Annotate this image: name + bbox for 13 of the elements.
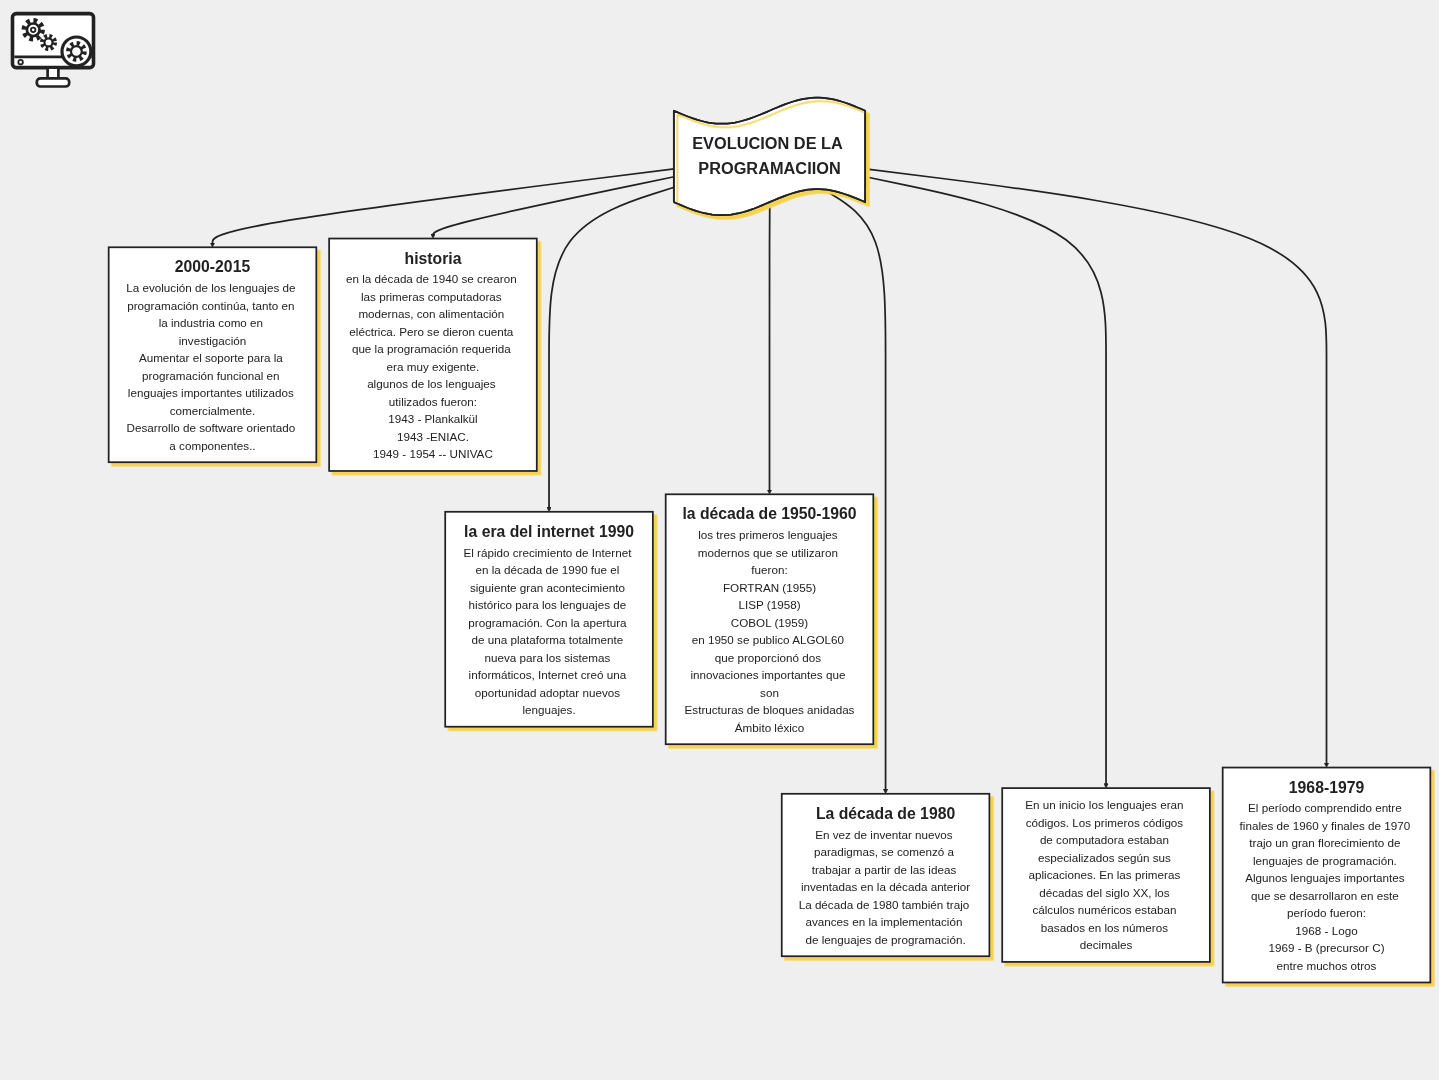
arrow — [864, 175, 1109, 789]
node-box: la década de 1950-1960 los tres primeros lenguajes modernos que se utilizaron fueron: FORTRAN (1955) LISP (1958) COBOL (1959) en 1950 se publico ALGOL60 que proporcionó dos innovaciones importantes que son Estructuras de bloques anidadas Ámbito léxico — [664, 493, 875, 745]
node-box: la era del internet 1990 El rápido crecimiento de Internet en la década de 1990 fue el siguiente gran acontecimiento histórico para los lenguajes de programación. Con la apertura de una plataforma totalmente nueva para los sistemas informáticos, Internet creó una oportunidad adoptar nuevos lenguajes. — [444, 510, 654, 728]
arrow — [209, 167, 675, 248]
arrow — [546, 186, 675, 512]
arrow — [766, 201, 773, 495]
node-box: historia en la década de 1940 se crearon las primeras computadoras modernas, con alimentación eléctrica. Pero se dieron cuenta que la programación requerida era muy exigente. algunos de los lenguajes utilizados fueron: 1943 - Plankalkül 1943 -ENIAC. 1949 - 1954 -- UNIVAC — [328, 237, 538, 472]
node-box: 2000-2015 La evolución de los lenguajes de programación continúa, tanto en la industria como en investigación Aumentar el soporte para la programación funcional en lenguajes importantes utilizados comercialmente. Desarrollo de software orientado a componentes.. — [107, 246, 318, 463]
node-box: 1968-1979 El período comprendido entre finales de 1960 y finales de 1970 trajo un gran florecimiento de lenguajes de programación. Algunos lenguajes importantes que se desarrollaron en este período fueron: 1968 - Logo 1969 - B (precursor C) entre muchos otros — [1221, 766, 1432, 984]
arrow — [430, 175, 675, 239]
node-box: En un inicio los lenguajes eran códigos. Los primeros códigos de computadora estaban especializados según sus aplicaciones. En las primeras décadas del siglo XX, los cálculos numéricos estaban basados en los números decimales — [1001, 787, 1211, 963]
node-box: La década de 1980 En vez de inventar nuevos paradigmas, se comenzó a trabajar a partir de las ideas inventadas en la década anterior La década de 1980 también trajo avances en la implementación de lenguajes de programación. — [780, 792, 991, 958]
arrow — [864, 167, 1330, 768]
